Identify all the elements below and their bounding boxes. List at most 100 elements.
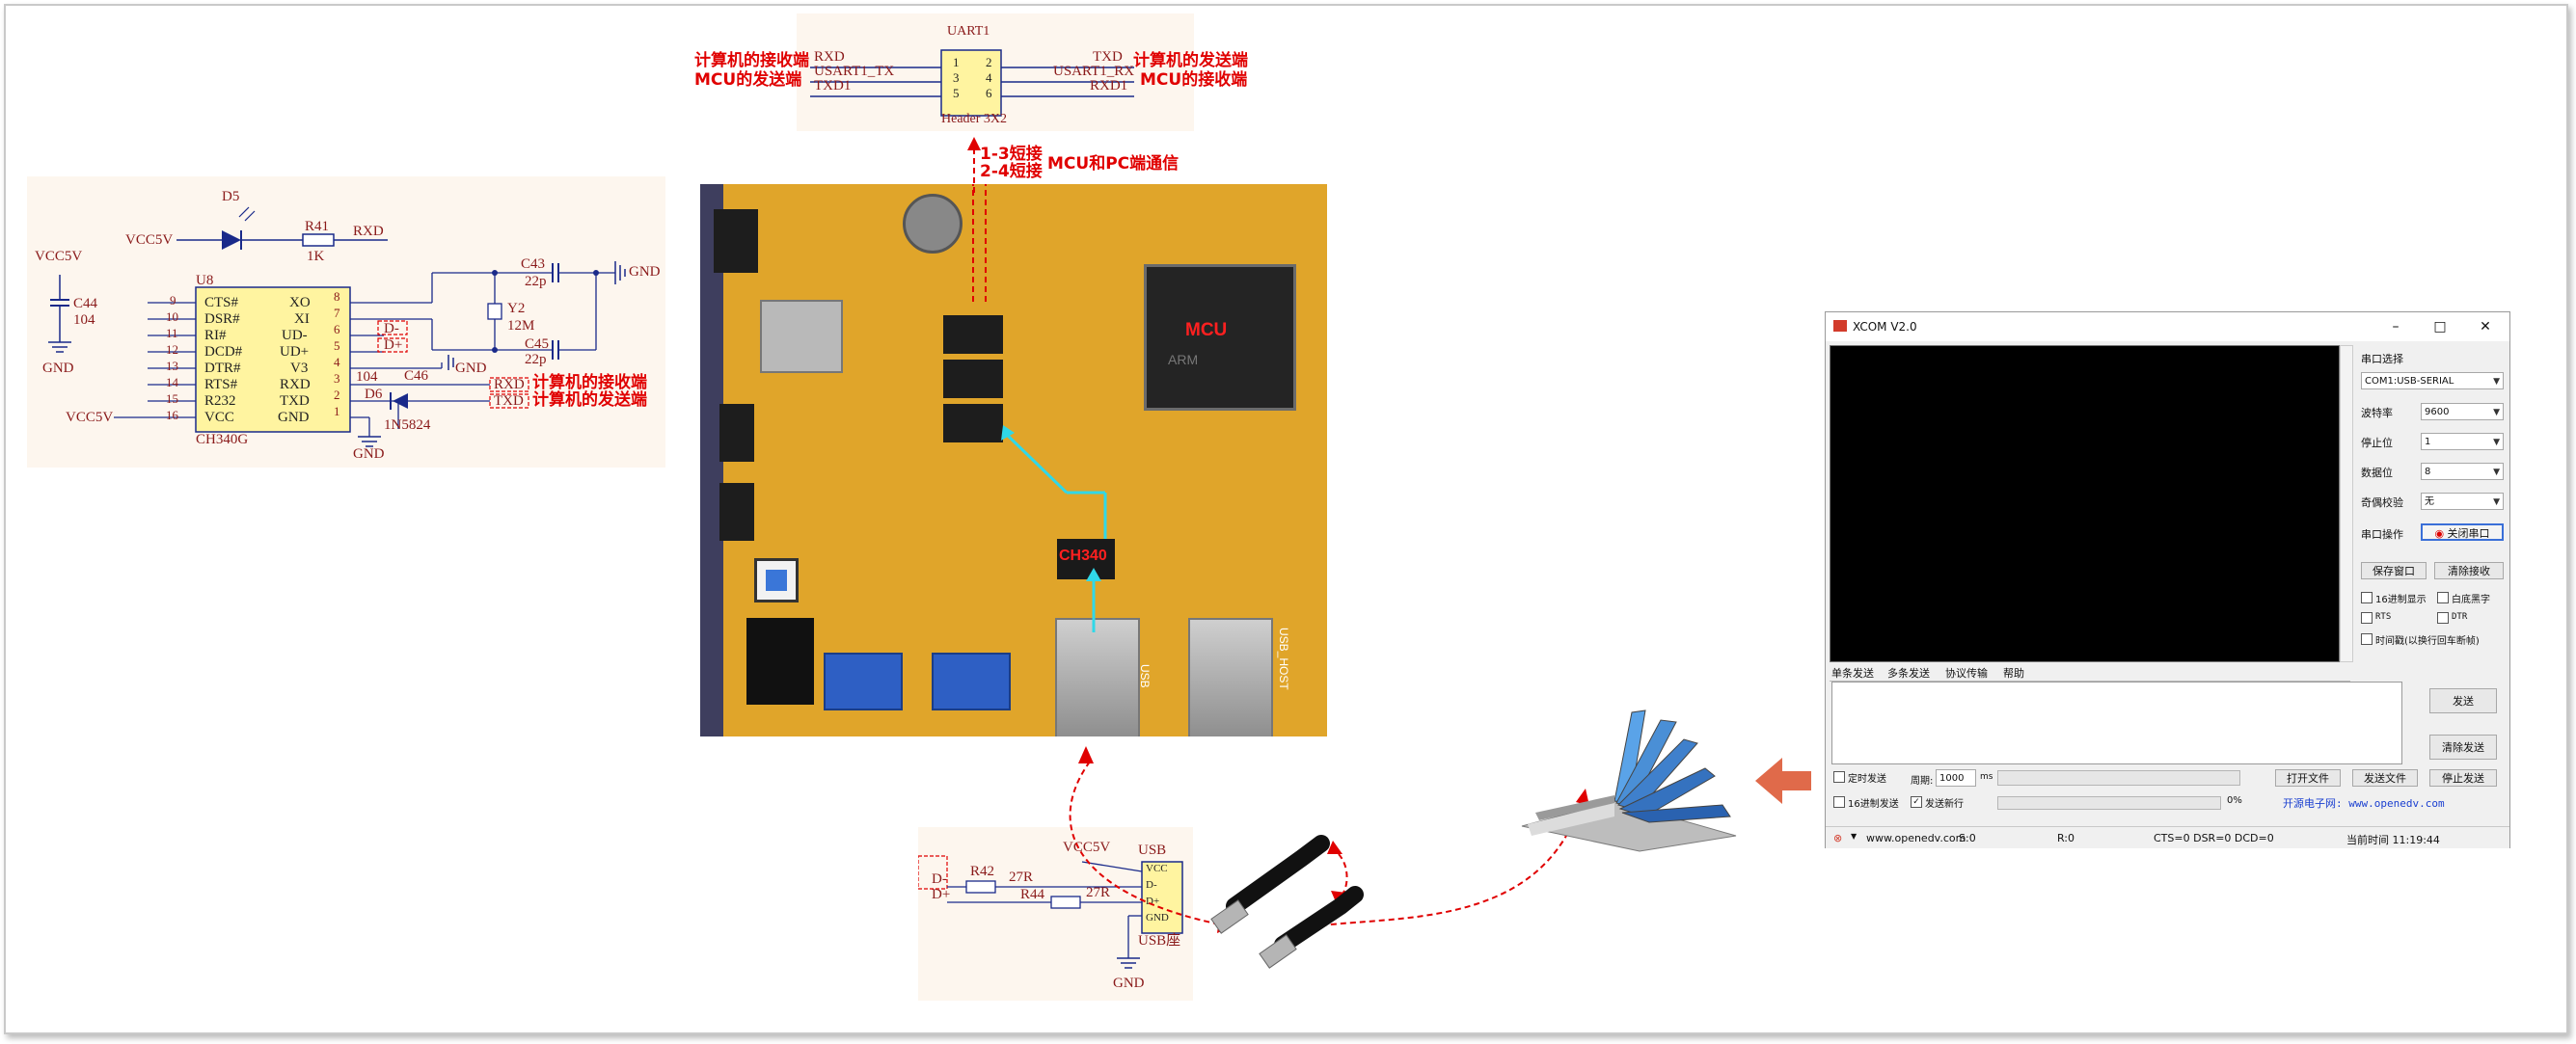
open-file-button[interactable]: 打开文件 [2275, 769, 2341, 787]
ch340-dplus-net: D+ [384, 337, 403, 353]
port-select[interactable]: COM1:USB-SERIAL▼ [2361, 372, 2504, 389]
timestamp-checkbox[interactable] [2361, 633, 2373, 645]
uart1-pin-4: 4 [986, 70, 992, 85]
port-label: 串口选择 [2361, 353, 2403, 365]
pin-header-left-2 [719, 483, 754, 541]
ch340-dminus-net: D- [384, 321, 399, 336]
save-window-button[interactable]: 保存窗口 [2361, 562, 2427, 579]
r44-label: R44 [1020, 887, 1045, 902]
sd-card-slot [760, 300, 843, 373]
baud-value: 9600 [2425, 407, 2450, 417]
pin-name-gnd: GND [278, 410, 310, 425]
send-file-button[interactable]: 发送文件 [2352, 769, 2418, 787]
clear-receive-button[interactable]: 清除接收 [2434, 562, 2504, 579]
status-url[interactable]: www.openedv.com [1866, 832, 1966, 844]
clear-send-button[interactable]: 清除发送 [2429, 735, 2497, 760]
site-link[interactable]: 开源电子网: www.openedv.com [2283, 797, 2445, 810]
pin-header-jumper-2 [943, 360, 1003, 398]
terminal-block-1 [824, 653, 903, 710]
uart1-note-pc-rx: 计算机的接收端 [694, 51, 809, 70]
minimize-icon[interactable]: – [2392, 319, 2400, 335]
uart1-note-mcu-rx: MCU的接收端 [1140, 70, 1248, 90]
close-icon[interactable]: ✕ [2480, 319, 2491, 335]
tab-help[interactable]: 帮助 [2003, 667, 2024, 680]
timed-send-label: 定时发送 [1848, 774, 1886, 785]
led-vcc: VCC5V [125, 232, 174, 248]
uart1-net-usart1-rx: USART1_RX [1053, 64, 1135, 79]
pin-header-top-left [714, 209, 758, 273]
pin-num-3: 3 [334, 371, 340, 386]
period-input[interactable]: 1000 [1936, 769, 1976, 787]
ch340-note-pc-rx: 计算机的接收端 [532, 373, 647, 392]
ch340-note-pc-tx: 计算机的发送端 [532, 390, 647, 410]
maximize-icon[interactable]: □ [2433, 319, 2447, 335]
y2-value: 12M [507, 318, 535, 334]
send-button[interactable]: 发送 [2429, 688, 2497, 713]
dc-jack [746, 618, 814, 705]
xcom-titlebar: XCOM V2.0 – □ ✕ [1826, 312, 2509, 341]
dtr-checkbox[interactable] [2437, 612, 2449, 624]
close-port-label: 关闭串口 [2447, 527, 2490, 540]
hex-display-checkbox[interactable] [2361, 592, 2373, 603]
baud-label: 波特率 [2361, 407, 2393, 419]
send-input[interactable] [1831, 682, 2402, 764]
usb-host-port [1188, 618, 1273, 736]
parity-select[interactable]: 无▼ [2421, 493, 2504, 510]
op-label: 串口操作 [2361, 528, 2403, 541]
uart1-net-txd: TXD [1093, 49, 1123, 65]
pin-num-11: 11 [166, 326, 178, 340]
dtr-label: DTR [2452, 612, 2468, 622]
uart1-net-usart1-tx: USART1_TX [814, 64, 895, 79]
r42-label: R42 [970, 864, 995, 879]
jumper-note-2-4: 2-4短接 [980, 162, 1043, 181]
tab-multi-send[interactable]: 多条发送 [1887, 667, 1930, 680]
usb-sch-dplus: D+ [932, 887, 951, 902]
tab-single-send[interactable]: 单条发送 [1831, 667, 1874, 680]
data-select[interactable]: 8▼ [2421, 463, 2504, 480]
send-file-path[interactable] [1997, 770, 2240, 786]
white-black-checkbox[interactable] [2437, 592, 2449, 603]
uart1-note-mcu-tx: MCU的发送端 [694, 70, 802, 90]
chevron-down-icon: ▼ [2493, 377, 2500, 387]
pin-name-dtr: DTR# [204, 361, 241, 376]
close-port-button[interactable]: ◉ 关闭串口 [2421, 523, 2504, 541]
uart1-title: UART1 [947, 24, 990, 39]
stop-send-button[interactable]: 停止发送 [2429, 769, 2497, 787]
receive-area[interactable] [1830, 345, 2340, 662]
period-label: 周期: [1911, 776, 1934, 787]
uart1-footer: Header 3X2 [941, 112, 1008, 126]
crystal-gnd: GND [629, 264, 661, 280]
chevron-down-icon[interactable]: ▼ [1851, 832, 1857, 841]
stop-select[interactable]: 1▼ [2421, 433, 2504, 450]
receive-scrollbar[interactable] [2340, 345, 2353, 662]
c46-label: C46 [404, 368, 429, 384]
pin-num-7: 7 [334, 306, 340, 320]
coin-battery [903, 194, 963, 254]
ch340-chip: CH340 [1057, 539, 1115, 579]
send-newline-checkbox[interactable]: ✓ [1911, 796, 1922, 808]
baud-select[interactable]: 9600▼ [2421, 403, 2504, 420]
pin-num-16: 16 [166, 408, 178, 422]
r44-value: 27R [1086, 885, 1111, 900]
settings-gear-icon[interactable]: ⊗ [1833, 832, 1843, 844]
usb-pin-dminus: D- [1146, 879, 1157, 891]
pin-name-v3: V3 [290, 361, 309, 376]
ch340-wires [48, 206, 626, 447]
pin-num-9: 9 [170, 293, 176, 308]
d5-label: D5 [222, 189, 240, 204]
hex-display-label: 16进制显示 [2375, 595, 2427, 605]
ch340-vcc-top: VCC5V [35, 249, 83, 264]
hex-send-checkbox[interactable] [1833, 796, 1845, 808]
mcu-chip: MCU ARM [1144, 264, 1296, 411]
timed-send-checkbox[interactable] [1833, 771, 1845, 783]
c44-value: 104 [73, 312, 95, 328]
uart1-net-rxd1: RXD1 [1090, 78, 1128, 94]
rts-checkbox[interactable] [2361, 612, 2373, 624]
usb-pin-vcc: VCC [1146, 863, 1168, 874]
send-progress [1997, 796, 2221, 810]
pin-name-xo: XO [289, 295, 311, 310]
chevron-down-icon: ▼ [2493, 468, 2500, 477]
pin-header-jumper-3 [943, 404, 1003, 442]
pcb-photo: MCU ARM CH340 USB USB_HOST [700, 184, 1327, 736]
tab-protocol[interactable]: 协议传输 [1945, 667, 1988, 680]
